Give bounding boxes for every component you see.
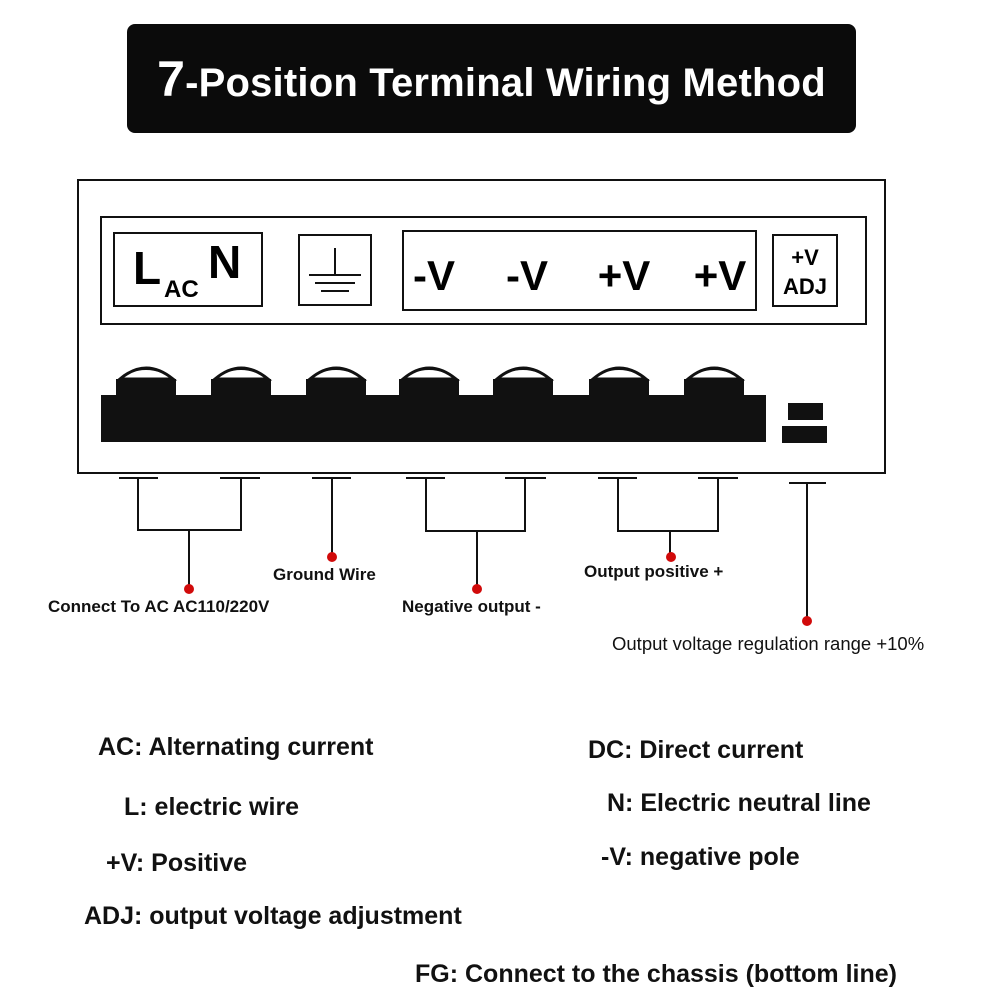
terminal-screw-6 bbox=[588, 366, 651, 395]
negative-wiring bbox=[406, 477, 546, 588]
callout-ground: Ground Wire bbox=[273, 565, 376, 584]
callout-positive: Output positive + bbox=[584, 562, 724, 581]
adj-connection-dot bbox=[802, 616, 812, 626]
terminal-screw-1 bbox=[115, 366, 178, 395]
legend-n: N: Electric neutral line bbox=[607, 789, 871, 817]
legend-adj: ADJ: output voltage adjustment bbox=[84, 902, 462, 930]
output-label-pos-1: +V bbox=[598, 252, 651, 299]
title-number: 7 bbox=[157, 50, 186, 107]
ac-sub-label: AC bbox=[164, 276, 199, 303]
negative-connection-dot bbox=[472, 584, 482, 594]
output-label-neg-2: -V bbox=[506, 252, 548, 299]
page-title: 7-Position Terminal Wiring Method bbox=[157, 50, 826, 108]
adj-potentiometer bbox=[782, 403, 827, 443]
output-label-neg-1: -V bbox=[413, 252, 455, 299]
ground-connection-dot bbox=[327, 552, 337, 562]
adj-bottom-label: ADJ bbox=[783, 274, 827, 299]
terminal-screw-5 bbox=[492, 366, 555, 395]
terminal-block-outline bbox=[77, 179, 886, 474]
terminal-screw-3 bbox=[305, 366, 368, 395]
legend-l: L: electric wire bbox=[124, 793, 300, 821]
terminal-screw-4 bbox=[398, 366, 461, 395]
terminal-screw-7 bbox=[683, 366, 746, 395]
ground-label-box bbox=[298, 234, 372, 306]
ac-label-box bbox=[113, 232, 263, 307]
callout-ac: Connect To AC AC110/220V bbox=[48, 597, 270, 616]
output-label-pos-2: +V bbox=[694, 252, 747, 299]
ac-n-label: N bbox=[208, 236, 241, 288]
output-label-box bbox=[402, 230, 757, 311]
ac-wiring bbox=[119, 477, 260, 588]
callout-negative: Negative output - bbox=[402, 597, 541, 616]
legend-ac: AC: Alternating current bbox=[98, 733, 374, 761]
legend-neg: -V: negative pole bbox=[601, 843, 800, 871]
title-banner: 7-Position Terminal Wiring Method bbox=[127, 24, 856, 133]
legend-fg: FG: Connect to the chassis (bottom line) bbox=[415, 960, 897, 988]
terminal-bar bbox=[101, 395, 766, 442]
title-rest: -Position Terminal Wiring Method bbox=[185, 60, 826, 105]
legend-pos: +V: Positive bbox=[106, 849, 248, 877]
ac-l-label: L bbox=[133, 242, 161, 294]
ground-wiring bbox=[312, 477, 351, 556]
positive-wiring bbox=[598, 477, 738, 556]
ground-icon bbox=[309, 248, 361, 292]
adj-wiring bbox=[789, 482, 826, 620]
positive-connection-dot bbox=[666, 552, 676, 562]
terminal-screw-2 bbox=[210, 366, 273, 395]
callout-regulation: Output voltage regulation range +10% bbox=[612, 633, 925, 654]
legend-dc: DC: Direct current bbox=[588, 736, 804, 764]
adj-top-label: +V bbox=[791, 245, 819, 270]
adj-label-box bbox=[772, 234, 838, 307]
ac-connection-dot bbox=[184, 584, 194, 594]
label-strip bbox=[100, 216, 867, 325]
